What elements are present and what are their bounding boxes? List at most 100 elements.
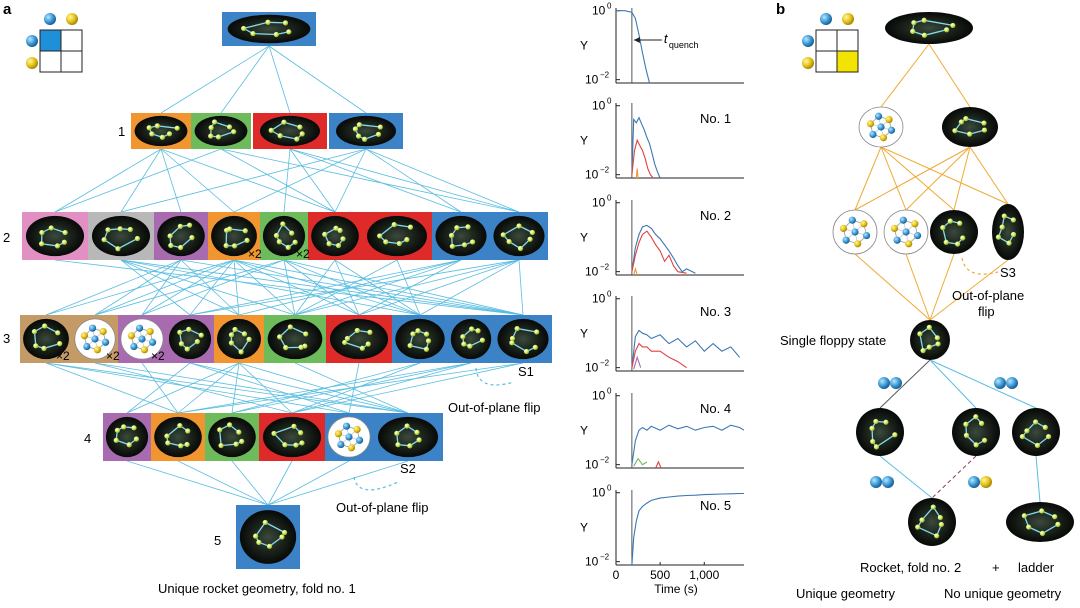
bead: [322, 231, 328, 237]
colloid-cluster-image: [154, 416, 202, 458]
bead: [208, 133, 214, 139]
bead: [299, 440, 305, 446]
transition-edge: [45, 362, 409, 414]
bead: [178, 341, 185, 347]
bead: [168, 242, 174, 249]
bead: [407, 342, 413, 349]
bead: [38, 241, 45, 247]
bead: [326, 241, 332, 247]
panel-a-state-tiles: [20, 12, 552, 569]
bead: [423, 331, 430, 337]
transition-edge: [879, 455, 933, 499]
y-tick-label: 10: [592, 292, 606, 306]
y-tick-label: 10: [585, 265, 599, 279]
colloid-cluster-image: [856, 408, 904, 456]
bead: [117, 226, 123, 232]
panel-b-letter: b: [776, 1, 785, 18]
transition-edge: [365, 148, 462, 213]
transition-edge: [880, 146, 907, 211]
bead: [461, 341, 467, 347]
panel-b-bead-legend: [802, 13, 859, 73]
y-axis-label: Y: [580, 327, 588, 341]
transition-edge: [929, 253, 955, 321]
bead: [866, 120, 875, 128]
yellow-bead-icon: [802, 57, 814, 69]
bead: [88, 324, 97, 332]
bead: [135, 324, 144, 332]
transition-edge: [160, 148, 235, 213]
bead: [416, 437, 422, 443]
transition-edge: [177, 362, 472, 414]
bead: [340, 236, 346, 242]
blue-bead-icon: [878, 377, 890, 389]
bead: [265, 19, 271, 25]
bead: [353, 425, 361, 434]
colloid-cluster-image: [311, 215, 359, 257]
panel-number-label: No. 5: [700, 498, 731, 513]
colloid-cluster-image: [395, 318, 445, 360]
colloid-cluster-image: [217, 318, 261, 360]
bead: [395, 442, 401, 448]
blue-bead-icon: [870, 476, 882, 488]
transition-edge: [291, 362, 421, 414]
y-tick-label: 10: [585, 361, 599, 375]
bead: [1006, 240, 1012, 246]
bead: [31, 328, 38, 335]
bead: [154, 123, 161, 129]
cluster-background: [23, 318, 69, 360]
transition-edge: [905, 253, 931, 321]
bead: [978, 420, 985, 426]
cluster-background: [217, 318, 261, 360]
cluster-background: [134, 115, 188, 147]
panel-number-label: No. 2: [700, 208, 731, 223]
cluster-background: [497, 318, 549, 360]
blue-bead-icon: [820, 13, 832, 25]
colloid-cluster-image: [262, 215, 306, 257]
bead: [62, 229, 68, 236]
bead: [178, 443, 184, 449]
bead: [174, 125, 180, 131]
y-tick-exponent: 0: [607, 484, 612, 493]
bead: [287, 324, 293, 330]
series-line: [616, 10, 651, 84]
bead: [1052, 514, 1058, 520]
bead: [952, 128, 958, 134]
transition-edge: [905, 146, 971, 211]
colloid-cluster-image: [194, 115, 248, 147]
bead: [80, 332, 89, 340]
bead: [854, 240, 862, 248]
bead: [294, 136, 300, 142]
bead: [1010, 231, 1017, 238]
colloid-cluster-image: [262, 416, 322, 458]
bead: [1001, 213, 1007, 219]
bead: [298, 344, 304, 350]
bead: [926, 344, 932, 350]
bead: [391, 222, 397, 228]
bead: [246, 336, 252, 342]
transition-edge: [94, 259, 182, 316]
flip-caption-s1: Out-of-plane flip: [448, 400, 541, 415]
colloid-cluster-image: [910, 320, 950, 360]
transition-edge: [953, 146, 971, 211]
bead: [509, 340, 515, 346]
cluster-background: [239, 510, 297, 564]
bead: [177, 422, 183, 429]
bead: [874, 112, 883, 120]
colloid-cluster-image: [942, 107, 998, 147]
cluster-background: [154, 416, 202, 458]
transition-edge: [291, 362, 472, 414]
colloid-cluster-image: [435, 215, 487, 257]
bead: [920, 348, 926, 354]
bead: [99, 327, 107, 336]
transition-edge: [177, 362, 240, 414]
bead: [839, 224, 848, 233]
transition-edge: [141, 259, 182, 316]
bead: [877, 123, 885, 131]
cluster-background: [930, 210, 978, 254]
cluster-background: [336, 115, 396, 147]
bead: [273, 232, 280, 239]
cluster-background: [908, 498, 956, 546]
bead: [1045, 433, 1052, 440]
transition-edge: [854, 253, 931, 321]
transition-edge: [45, 259, 235, 316]
